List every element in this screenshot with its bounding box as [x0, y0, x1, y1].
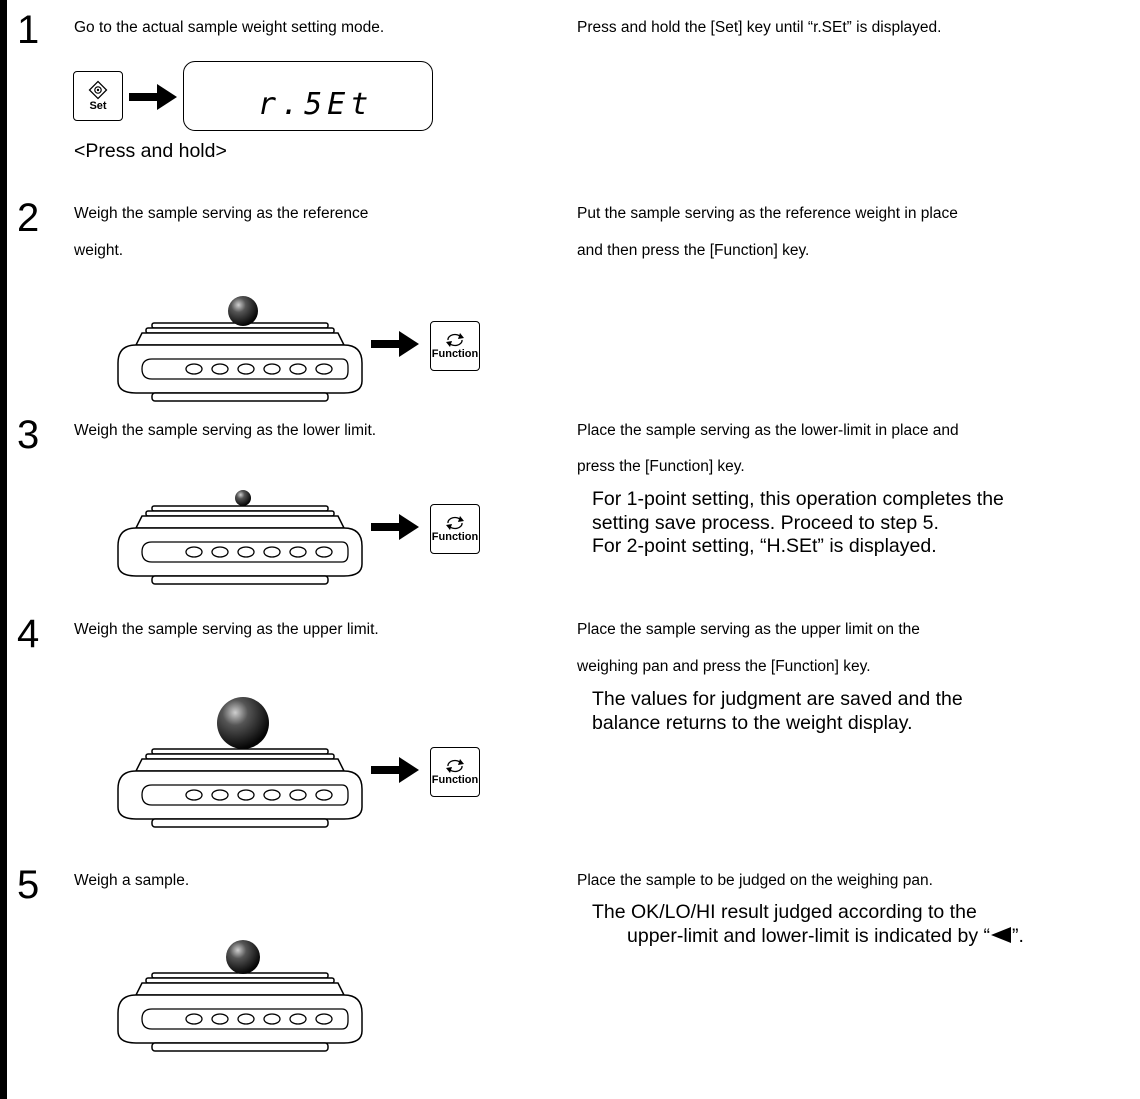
step-5-number: 5 [17, 863, 40, 907]
step-4-note-line2: balance returns to the weight display. [592, 712, 913, 734]
function-key-label: Function [431, 530, 479, 543]
step-1-caption: <Press and hold> [74, 140, 227, 162]
step-2-action-line1: Weigh the sample serving as the referenc… [74, 205, 369, 222]
step-2-instruction-line2: and then press the [Function] key. [577, 242, 810, 259]
step-5-instruction: Place the sample to be judged on the wei… [577, 872, 933, 889]
step-2-number: 2 [17, 196, 40, 240]
step-2-instruction-line1: Put the sample serving as the reference … [577, 205, 958, 222]
step-1-number: 1 [17, 8, 40, 52]
step-3-instruction-line1: Place the sample serving as the lower-li… [577, 422, 959, 439]
left-triangle-icon [991, 927, 1012, 943]
function-key-label: Function [431, 347, 479, 360]
arrow-right-icon [371, 331, 419, 357]
step-3-number: 3 [17, 413, 40, 457]
function-key-label: Function [431, 773, 479, 786]
step-5-note-line1: The OK/LO/HI result judged according to … [592, 901, 977, 923]
control-keys-panel [141, 784, 349, 806]
step-3-balance-illustration [117, 490, 363, 585]
step-3-action: Weigh the sample serving as the lower li… [74, 422, 377, 439]
step-1-action: Go to the actual sample weight setting m… [74, 19, 385, 36]
function-key-button: Function [430, 504, 480, 554]
sample-weight-ball [226, 940, 260, 974]
step-3-note-line1: For 1-point setting, this operation comp… [592, 488, 1004, 510]
control-keys-panel [141, 541, 349, 563]
step-4-instruction-line1: Place the sample serving as the upper li… [577, 621, 920, 638]
set-key-icon [88, 80, 108, 99]
step-5-note-prefix: upper-limit and lower-limit is indicated… [627, 925, 991, 947]
weighing-pan [134, 748, 346, 772]
step-2-balance-illustration [117, 296, 363, 402]
arrow-right-icon [371, 514, 419, 540]
weighing-pan [134, 972, 346, 996]
step-3-instruction-line2: press the [Function] key. [577, 458, 745, 475]
function-key-icon [446, 515, 464, 530]
sample-weight-ball [228, 296, 258, 326]
page-margin-bar [0, 0, 7, 1099]
step-4-note-line1: The values for judgment are saved and th… [592, 688, 963, 710]
set-key-label: Set [89, 99, 107, 112]
step-4-number: 4 [17, 612, 40, 656]
function-key-icon [446, 758, 464, 773]
step-5-action: Weigh a sample. [74, 872, 190, 889]
control-keys-panel [141, 358, 349, 380]
step-5-note-suffix: ”. [1012, 925, 1024, 947]
step-3-note-line3: For 2-point setting, “H.SEt” is displaye… [592, 535, 937, 557]
step-4-instruction-line2: weighing pan and press the [Function] ke… [577, 658, 871, 675]
control-keys-panel [141, 1008, 349, 1030]
step-5-note-line2: upper-limit and lower-limit is indicated… [627, 925, 1024, 948]
weighing-pan [134, 322, 346, 346]
step-1-instruction: Press and hold the [Set] key until “r.SE… [577, 19, 942, 36]
function-key-icon [446, 332, 464, 347]
step-4-balance-illustration [117, 697, 363, 828]
arrow-right-icon [129, 84, 177, 110]
sample-weight-ball [217, 697, 269, 749]
step-4-action: Weigh the sample serving as the upper li… [74, 621, 379, 638]
balance-display: r.5Et [183, 61, 433, 131]
sample-weight-ball [235, 490, 251, 506]
arrow-right-icon [371, 757, 419, 783]
step-5-balance-illustration [117, 940, 363, 1052]
function-key-button: Function [430, 747, 480, 797]
step-3-note-line2: setting save process. Proceed to step 5. [592, 512, 939, 534]
function-key-button: Function [430, 321, 480, 371]
set-key-button: Set [73, 71, 123, 121]
weighing-pan [134, 505, 346, 529]
display-readout: r.5Et [258, 87, 374, 122]
step-2-action-line2: weight. [74, 242, 124, 259]
